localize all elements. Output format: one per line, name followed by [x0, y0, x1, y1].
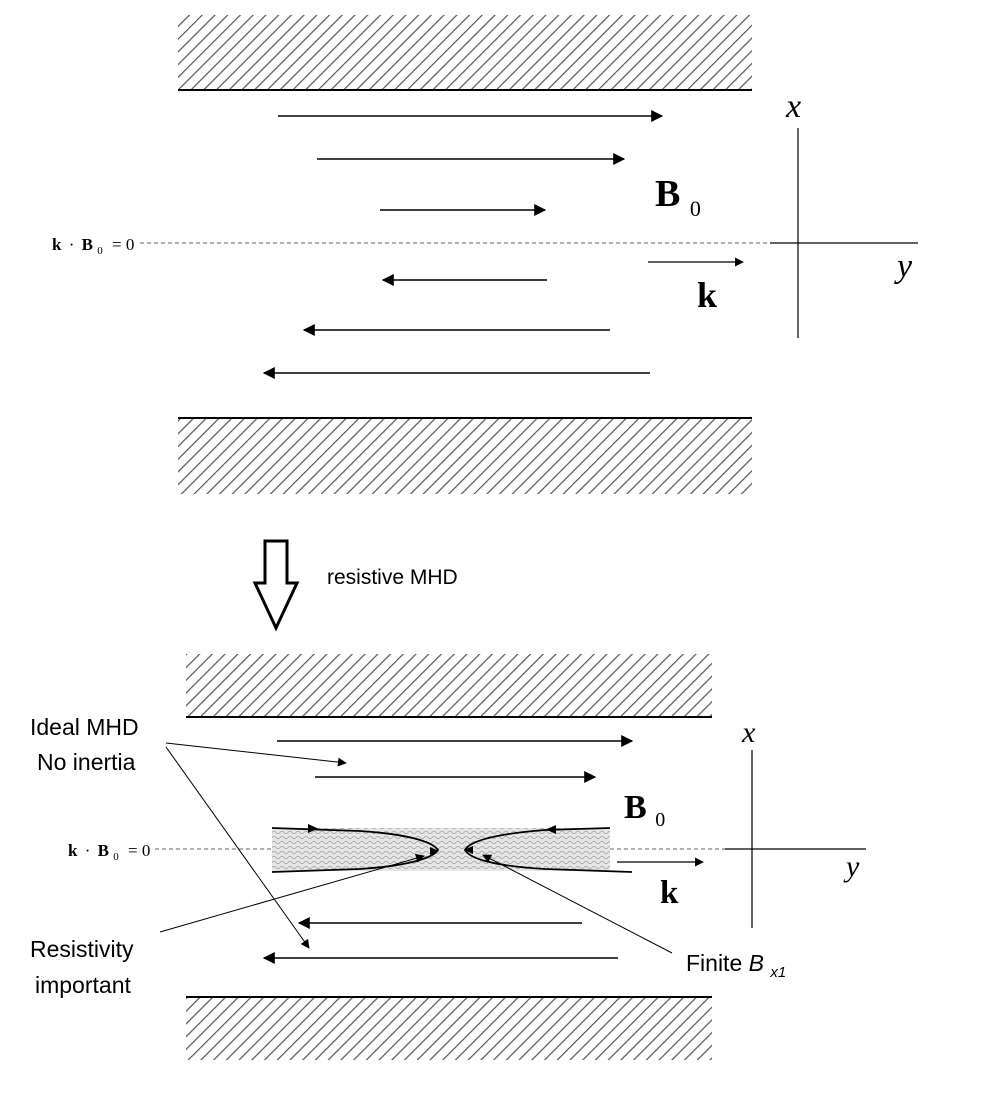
field-line-arrowhead-3 [430, 847, 439, 855]
top-axis-x-label: x [785, 88, 801, 125]
transition: resistive MHD [252, 539, 458, 632]
top-field-label: B 0 [655, 173, 701, 221]
no-inertia-label: No inertia [37, 749, 136, 775]
field-line-arrowhead-4 [464, 846, 473, 854]
important-label: important [35, 972, 131, 998]
top-k-label: k [697, 275, 717, 315]
top-resonant-label: k · B 0 = 0 [52, 235, 134, 258]
resistivity-label: Resistivity [30, 936, 134, 962]
bottom-field-label: B 0 [624, 789, 665, 831]
finite-bx1-pointer [482, 854, 673, 954]
bottom-axis-y-label: y [843, 850, 860, 883]
ideal-mhd-label: Ideal MHD [30, 714, 139, 740]
bottom-panel: k · B 0 = 0 B 0 k x y Ideal MHD No inert… [30, 654, 866, 1060]
transition-down-arrow [252, 539, 300, 632]
field-line-arrowhead-2 [546, 825, 556, 834]
field-line-arrowhead-1 [308, 824, 318, 833]
ideal-pointer-2 [165, 746, 310, 949]
top-panel: k · B 0 = 0 B 0 k x y [52, 15, 918, 494]
top-axis-y-label: y [894, 248, 913, 285]
bottom-resonant-label: k · B 0 = 0 [68, 841, 150, 864]
top-wall-lower [178, 418, 752, 494]
finite-bx1-label: Finite B x1 [686, 950, 786, 981]
bottom-axis-x-label: x [741, 716, 756, 749]
ideal-pointer-1 [165, 742, 347, 767]
bottom-k-label: k [660, 875, 679, 911]
resistive-layer [272, 828, 610, 871]
bottom-wall-upper [186, 654, 712, 717]
bottom-wall-lower [186, 997, 712, 1060]
transition-label: resistive MHD [327, 566, 458, 589]
top-wall-upper [178, 15, 752, 90]
resistivity-pointer [159, 853, 425, 933]
